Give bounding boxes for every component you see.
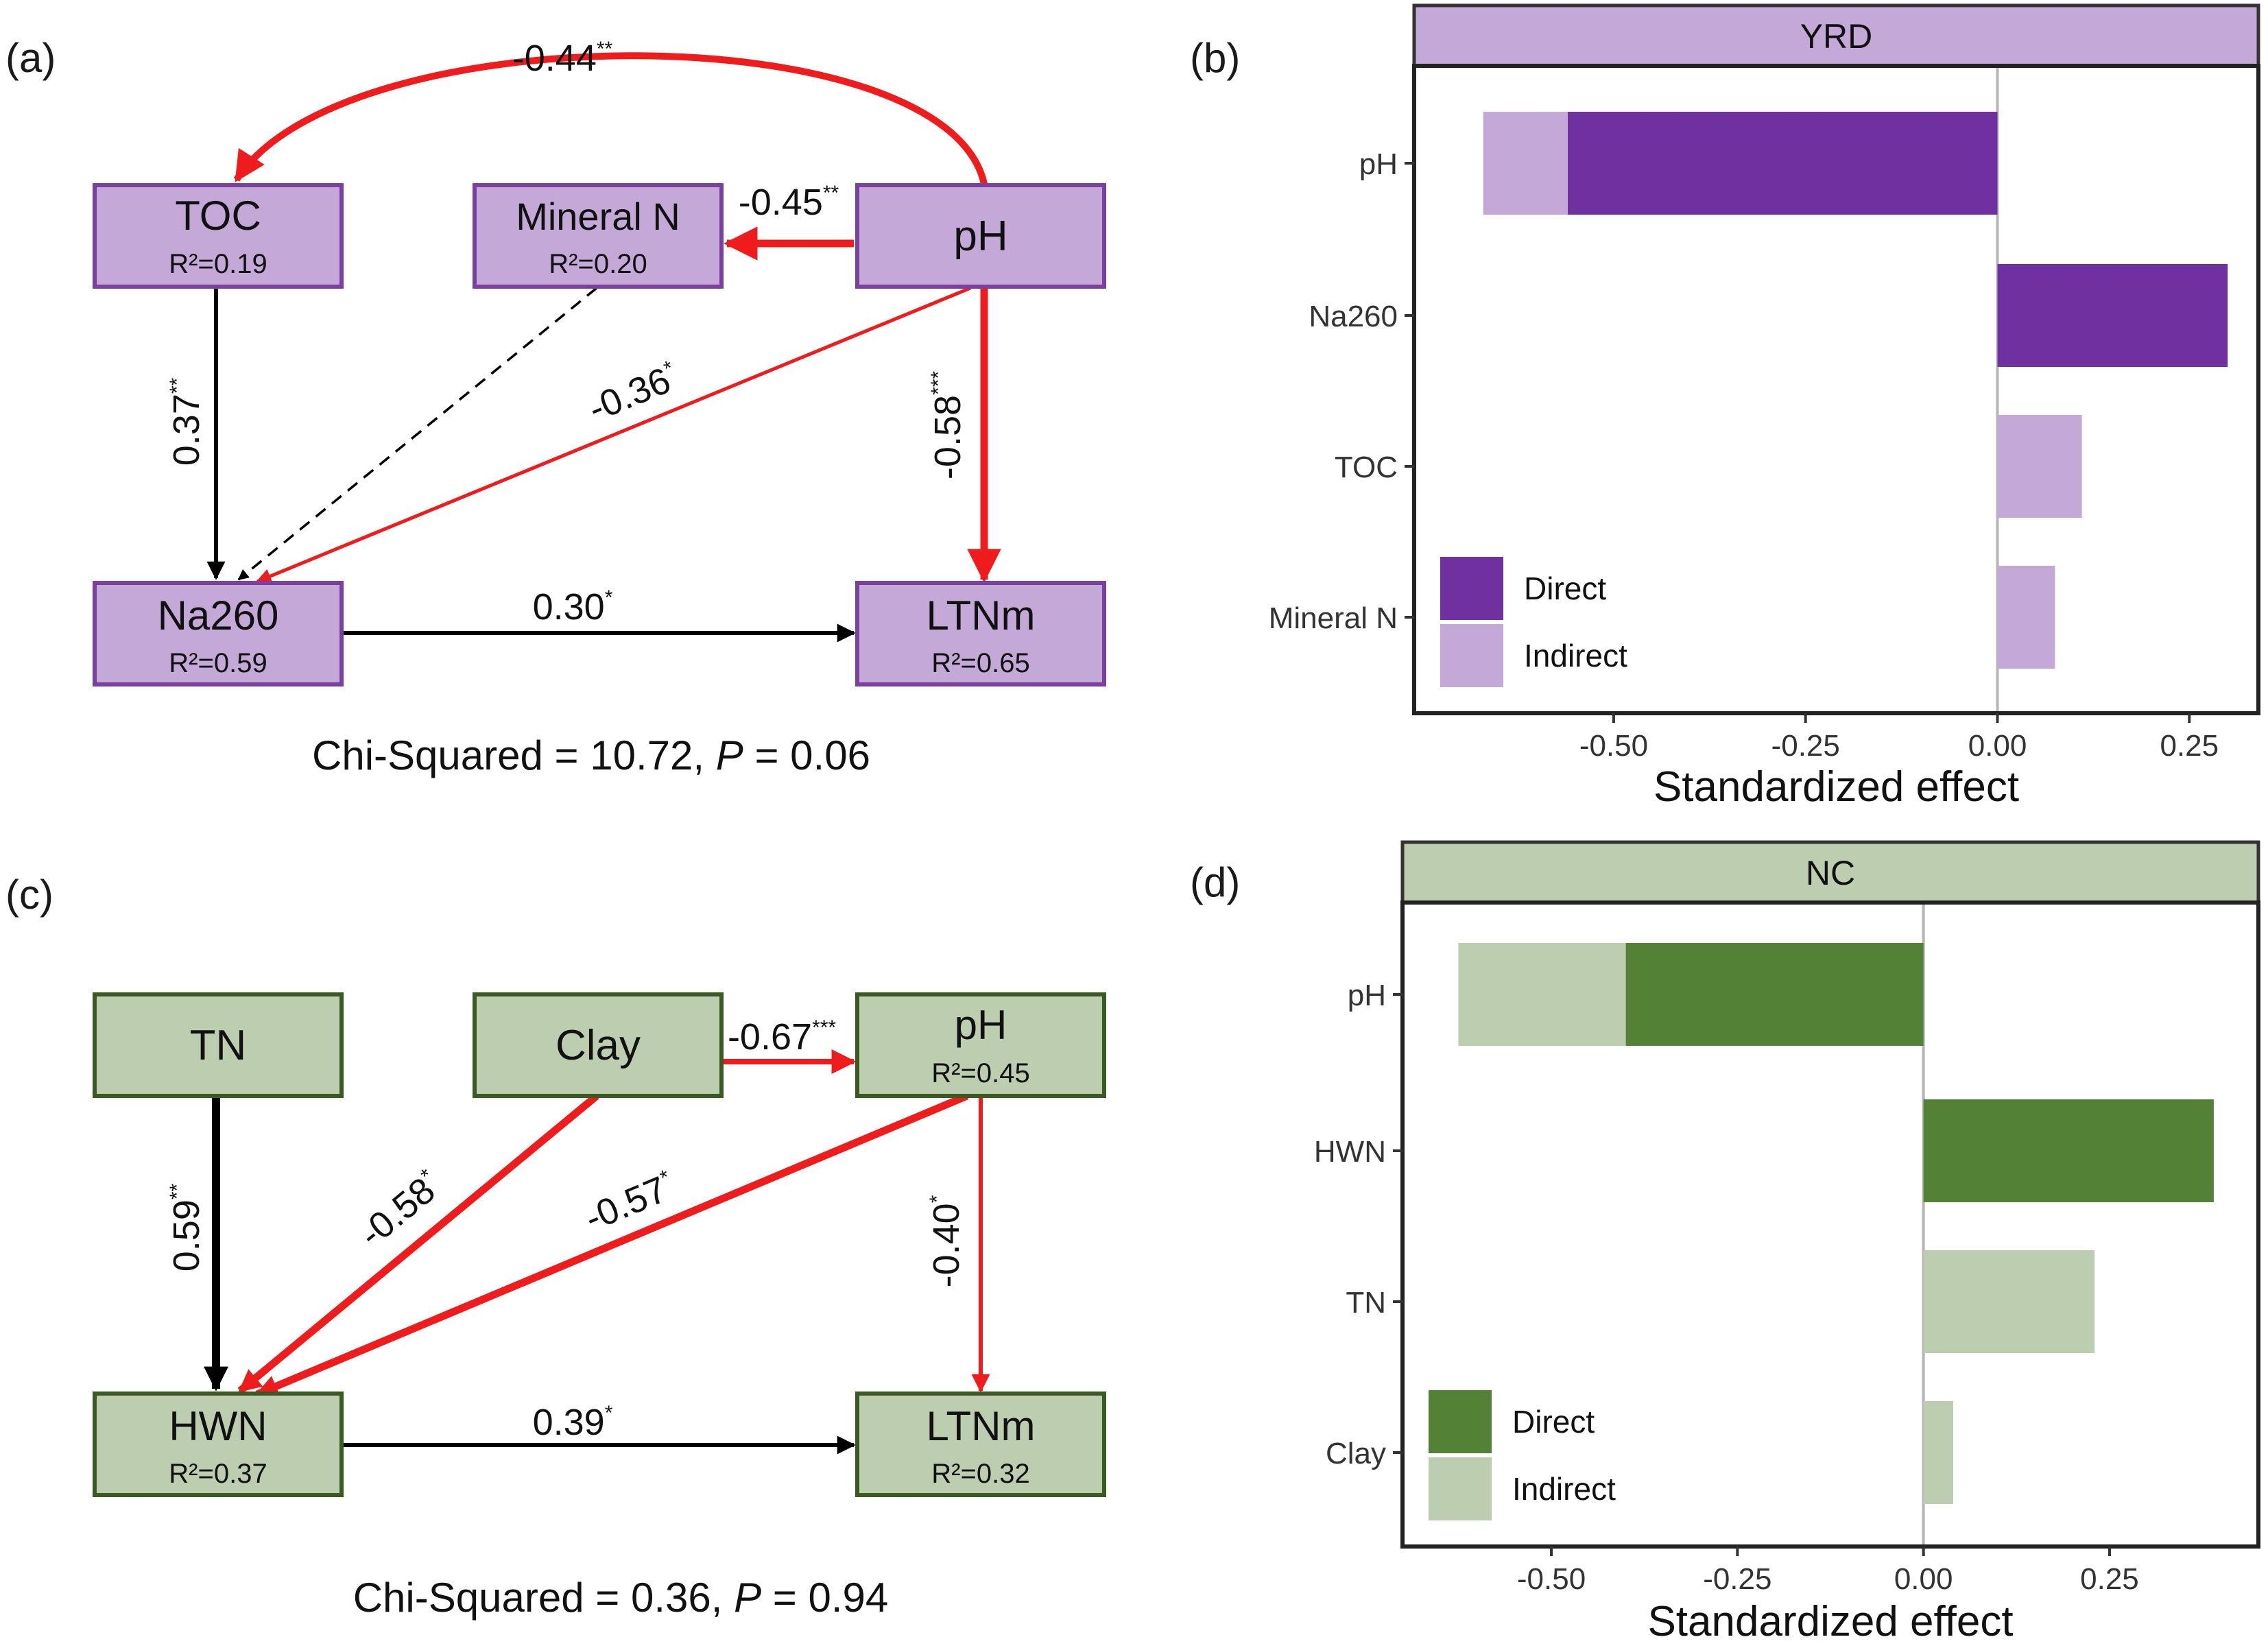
fit-stats-c: Chi-Squared = 0.36, P = 0.94 xyxy=(353,1575,889,1621)
node-tn: TN xyxy=(93,992,344,1098)
bar-direct xyxy=(1567,112,1998,215)
coef-ph-na260: -0.36* xyxy=(582,357,684,430)
x-tick-label: -0.50 xyxy=(1517,1562,1586,1596)
y-tick-label: Clay xyxy=(1326,1437,1386,1470)
path-ph-to-hwn xyxy=(254,1092,969,1398)
x-tick-label: 0.25 xyxy=(2160,729,2219,763)
coef-ph-toc: -0.44** xyxy=(512,38,613,79)
coef-clay-hwn: -0.58* xyxy=(351,1165,449,1255)
strip-title: YRD xyxy=(1800,17,1873,56)
bar-direct xyxy=(1997,264,2228,367)
bar-direct xyxy=(1625,943,1924,1046)
y-tick-label: TOC xyxy=(1335,451,1398,484)
panel-label-a: (a) xyxy=(5,35,56,81)
coef-clay-ph: -0.67*** xyxy=(728,1016,836,1058)
coef-toc-na260: 0.37** xyxy=(166,377,207,466)
x-tick-label: 0.25 xyxy=(2080,1562,2139,1596)
panel-label: (d) xyxy=(1190,859,1240,905)
legend-label-indirect: Indirect xyxy=(1524,638,1627,673)
coef-tn-hwn: 0.59** xyxy=(166,1183,207,1271)
bar-indirect xyxy=(1997,566,2055,669)
bar-indirect xyxy=(1458,943,1626,1046)
path-clay-to-hwn xyxy=(237,1092,599,1394)
node-toc: TOC R²=0.19 xyxy=(93,183,344,289)
svg-text:R²=0.20: R²=0.20 xyxy=(549,249,647,279)
strip-header xyxy=(1400,840,2260,905)
svg-text:pH: pH xyxy=(953,213,1007,260)
bar-direct xyxy=(1923,1099,2214,1202)
strip-header xyxy=(1412,3,2260,68)
legend-key-indirect xyxy=(1440,624,1503,687)
coef-ph-mineraln: -0.45** xyxy=(739,182,839,223)
svg-text:LTNm: LTNm xyxy=(927,1403,1036,1449)
svg-text:Mineral N: Mineral N xyxy=(516,195,680,238)
bar-indirect xyxy=(1483,112,1568,215)
path-ph-to-na260 xyxy=(255,286,971,584)
node-clay: Clay xyxy=(473,992,724,1098)
legend-key-direct xyxy=(1440,557,1503,620)
fit-stats-a: Chi-Squared = 10.72, P = 0.06 xyxy=(312,732,870,778)
node-mineraln: Mineral N R²=0.20 xyxy=(473,183,724,289)
y-tick-label: Mineral N xyxy=(1269,601,1398,635)
coef-ph-hwn: -0.57* xyxy=(579,1166,680,1240)
coef-ph-ltnm-c: -0.40* xyxy=(926,1195,967,1287)
effect-chart-d: (d) NC pH HWN TN Clay -0.50 -0.25 0.00 0.25Standa… xyxy=(1190,840,2260,1645)
x-tick-label: -0.25 xyxy=(1703,1562,1771,1596)
svg-text:Clay: Clay xyxy=(556,1022,641,1069)
panel-label-c: (c) xyxy=(5,872,53,918)
svg-text:R²=0.59: R²=0.59 xyxy=(169,648,267,678)
node-ltnm-a: LTNm R²=0.65 xyxy=(855,581,1106,686)
bar-indirect xyxy=(1997,415,2082,518)
path-ph-to-toc xyxy=(233,52,988,185)
legend-key-direct xyxy=(1429,1390,1492,1453)
svg-text:R²=0.65: R²=0.65 xyxy=(931,648,1029,678)
svg-text:R²=0.37: R²=0.37 xyxy=(169,1459,267,1489)
legend-label-indirect: Indirect xyxy=(1512,1471,1616,1507)
legend-key-indirect xyxy=(1429,1457,1492,1520)
svg-text:pH: pH xyxy=(955,1002,1007,1048)
y-tick-label: HWN xyxy=(1314,1135,1386,1169)
svg-text:TN: TN xyxy=(190,1022,247,1069)
svg-text:R²=0.45: R²=0.45 xyxy=(931,1058,1029,1088)
svg-text:LTNm: LTNm xyxy=(927,593,1036,638)
x-tick-label: -0.50 xyxy=(1579,729,1648,763)
node-na260: Na260 R²=0.59 xyxy=(93,581,344,686)
y-tick-label: pH xyxy=(1359,147,1398,181)
svg-text:HWN: HWN xyxy=(169,1403,267,1449)
x-axis-title: Standardized effect xyxy=(1647,1598,2013,1645)
legend-label-direct: Direct xyxy=(1512,1404,1595,1440)
y-tick-label: pH xyxy=(1348,979,1386,1012)
x-tick-label: 0.00 xyxy=(1968,729,2027,763)
bar-indirect xyxy=(1923,1401,1954,1504)
svg-text:R²=0.32: R²=0.32 xyxy=(931,1459,1029,1489)
svg-text:R²=0.19: R²=0.19 xyxy=(169,249,267,279)
x-tick-label: 0.00 xyxy=(1894,1562,1953,1596)
node-ph-c: pH R²=0.45 xyxy=(855,992,1106,1098)
node-ltnm-c: LTNm R²=0.32 xyxy=(855,1392,1106,1497)
sem-panel-c: (c) -0.67*** 0.59** -0.58* -0.57* -0.40*… xyxy=(5,872,1106,1621)
strip-title: NC xyxy=(1806,854,1855,892)
coef-na260-ltnm: 0.30* xyxy=(533,586,613,628)
node-hwn: HWN R²=0.37 xyxy=(93,1392,344,1497)
node-ph-a: pH xyxy=(855,183,1106,289)
bar-indirect xyxy=(1923,1250,2095,1353)
x-axis-title: Standardized effect xyxy=(1654,763,2019,811)
coef-hwn-ltnm: 0.39* xyxy=(533,1402,613,1443)
y-tick-label: Na260 xyxy=(1309,300,1398,333)
svg-text:Na260: Na260 xyxy=(158,593,279,638)
sem-panel-a: (a) -0.44** -0.45** 0.37** -0.36* -0.58*… xyxy=(5,35,1106,778)
x-tick-label: -0.25 xyxy=(1771,729,1840,763)
legend-label-direct: Direct xyxy=(1524,571,1606,606)
svg-text:TOC: TOC xyxy=(175,193,261,239)
path-mineraln-to-na260 xyxy=(237,287,598,581)
panel-label: (b) xyxy=(1190,35,1240,81)
y-tick-label: TN xyxy=(1346,1286,1386,1319)
coef-ph-ltnm: -0.58*** xyxy=(927,371,968,479)
